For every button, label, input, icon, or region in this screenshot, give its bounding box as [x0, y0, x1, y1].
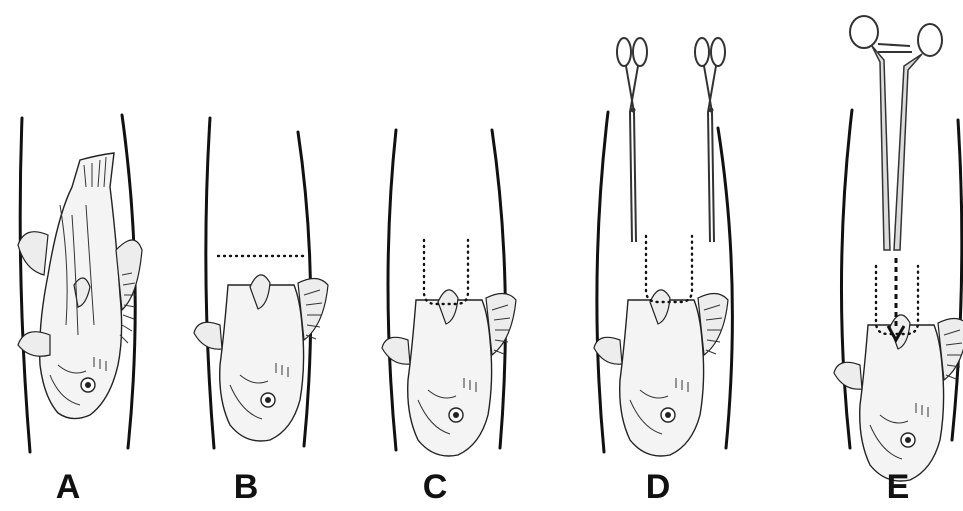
right-boundary-line — [718, 128, 732, 448]
left-boundary-line — [206, 118, 214, 448]
fish-icon — [834, 315, 963, 481]
left-boundary-line — [841, 110, 852, 448]
panel-e — [834, 16, 963, 481]
panel-c — [382, 130, 516, 456]
right-boundary-line — [952, 120, 962, 440]
panel-d — [594, 38, 732, 456]
fish-icon — [594, 290, 728, 456]
panel-b — [194, 118, 328, 448]
left-boundary-line — [597, 112, 608, 452]
forceps-icon — [850, 16, 942, 250]
right-boundary-line — [492, 130, 505, 448]
fish-icon — [382, 290, 516, 456]
left-boundary-line — [20, 118, 30, 452]
panel-a — [18, 115, 142, 452]
left-boundary-line — [388, 130, 396, 450]
panel-label-b: B — [216, 470, 276, 504]
panel-label-e: E — [868, 470, 928, 504]
fish-icon — [18, 153, 142, 419]
scissors-icon — [617, 38, 647, 242]
panel-label-c: C — [405, 470, 465, 504]
panel-label-a: A — [38, 470, 98, 504]
panel-label-d: D — [628, 470, 688, 504]
incision-outline-dotted — [646, 236, 692, 302]
